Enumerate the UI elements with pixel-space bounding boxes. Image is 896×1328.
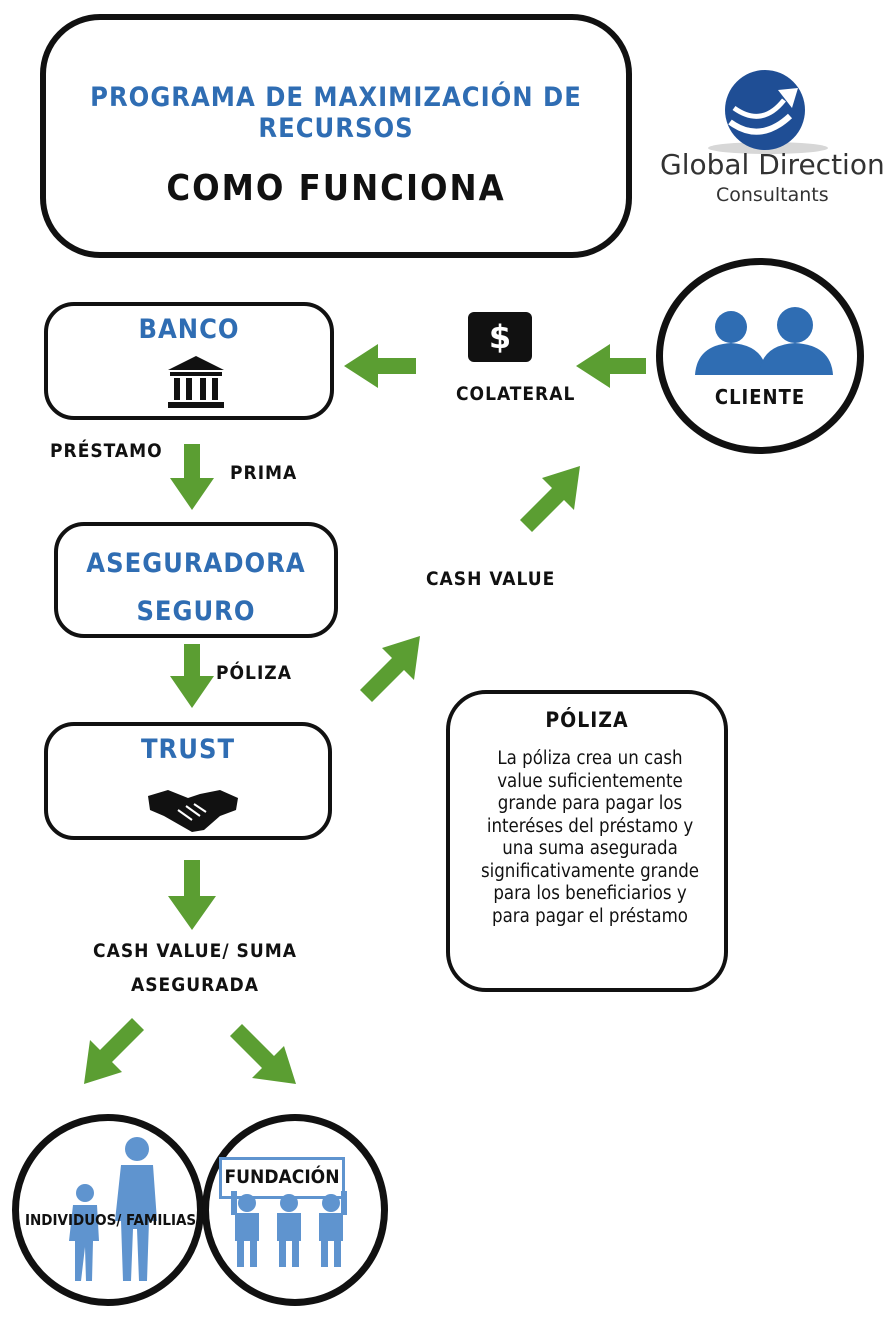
cash-value-suma-label: CASH VALUE/ SUMA [93,940,297,962]
company-logo: Global Direction Consultants [650,70,886,220]
dollar-icon: $ [468,312,532,362]
colateral-label: COLATERAL [456,383,576,405]
fundacion-node: FUNDACIÓN [202,1114,388,1306]
arrow-swoosh-logo-icon [708,70,828,154]
handshake-icon [148,790,238,832]
family-icon [69,1137,157,1281]
logo-tagline: Consultants [716,184,829,206]
arrow-down-trust [168,860,216,930]
page-title: PROGRAMA DE MAXIMIZACIÓN DE RECURSOS [90,82,582,144]
foundation-icon [231,1191,347,1267]
header-box: PROGRAMA DE MAXIMIZACIÓN DE RECURSOS COM… [40,14,632,258]
arrow-down-poliza [170,644,214,708]
info-box-title: PÓLIZA [545,708,629,732]
prestamo-label: PRÉSTAMO [50,440,163,462]
cash-value-label: CASH VALUE [426,568,556,590]
info-box-body: La póliza crea un cash value suficientem… [480,748,700,927]
individuos-label: INDIVIDUOS/ FAMILIAS [25,1211,197,1229]
aseguradora-label: ASEGURADORA [86,548,306,579]
trust-label: TRUST [140,734,236,765]
bank-icon [168,356,224,408]
trust-node: TRUST [44,722,332,840]
cliente-label: CLIENTE [714,385,806,409]
banco-label: BANCO [138,314,240,345]
arrow-down-right-fundacion [230,1024,296,1084]
arrow-left-to-banco [344,344,416,388]
arrow-up-right-cash-value [360,636,420,702]
asegurada-label: ASEGURADA [131,974,259,996]
arrow-left-from-cliente [576,344,646,388]
poliza-label: PÓLIZA [216,662,292,684]
arrow-up-right-colateral [520,466,580,532]
page-subtitle: COMO FUNCIONA [166,168,506,209]
poliza-info-box: PÓLIZA La póliza crea un cash value sufi… [446,690,728,992]
clients-icon [695,307,833,375]
arrow-down-prima [170,444,214,510]
prima-label: PRIMA [230,462,298,484]
individuos-node: INDIVIDUOS/ FAMILIAS [12,1114,204,1306]
cliente-node: CLIENTE [656,258,864,454]
banco-node: BANCO [44,302,334,420]
aseguradora-node: ASEGURADORA SEGURO [54,522,338,638]
logo-company-name: Global Direction [660,148,885,181]
seguro-label: SEGURO [136,596,256,627]
arrow-down-left-individuos [84,1018,144,1084]
